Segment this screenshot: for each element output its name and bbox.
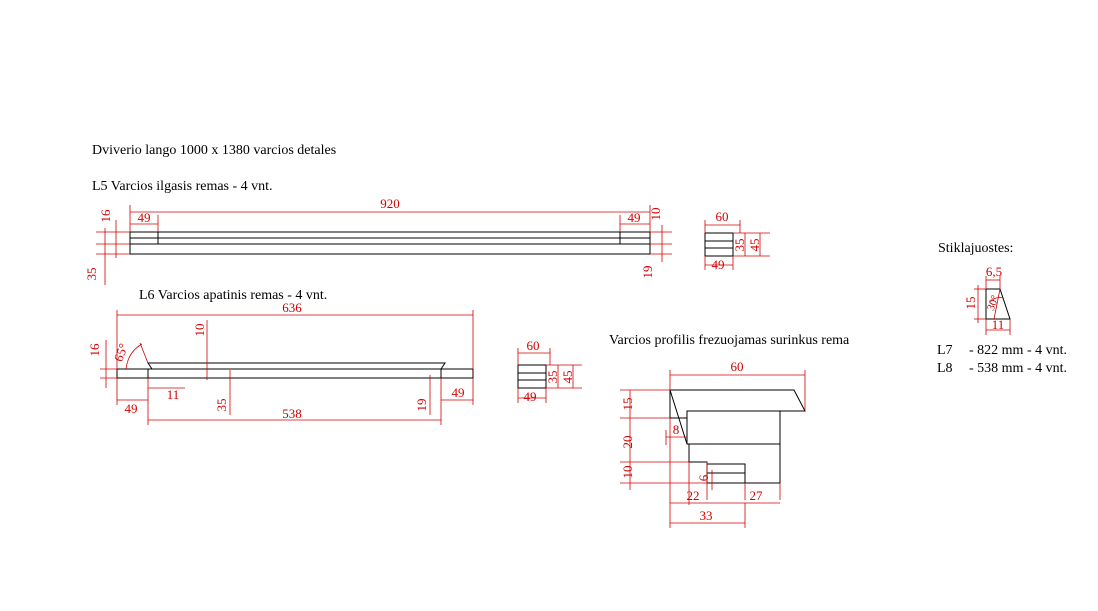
l5-dim-16: 16 <box>98 209 113 223</box>
profile-dim-27: 27 <box>750 488 764 503</box>
glazing-l8-code: L8 <box>937 361 953 376</box>
glazing-part: Stiklajuostes: 6,5 15 30° 11 L7 - 822 mm… <box>937 241 1067 376</box>
l6-dim-inner: 538 <box>282 406 302 421</box>
l6-dim-10: 10 <box>192 324 207 337</box>
profile-part: Varcios profilis frezuojamas surinkus re… <box>609 333 850 528</box>
l5-dim-19: 19 <box>640 266 655 279</box>
l5-part: L5 Varcios ilgasis remas - 4 vnt. <box>84 179 672 285</box>
drawing-title: Dviverio lango 1000 x 1380 varcios detal… <box>92 143 336 158</box>
profile-dim-8: 8 <box>673 422 680 437</box>
l6-dim-angle: 65° <box>111 341 131 363</box>
glazing-dim-11: 11 <box>992 317 1005 332</box>
profile-outline <box>669 389 806 484</box>
l5-section: 60 49 35 45 <box>704 209 770 272</box>
l5-dim-35: 35 <box>84 268 99 281</box>
glazing-dim-65: 6,5 <box>986 264 1002 279</box>
l6-dim-19: 19 <box>414 399 429 412</box>
glazing-dimensions: 6,5 15 30° 11 <box>963 264 1011 335</box>
glazing-l8-text: - 538 mm - 4 vnt. <box>969 361 1067 376</box>
l6-outline <box>116 362 474 379</box>
l5-dim-left: 49 <box>138 210 151 225</box>
l6-dim-left: 49 <box>125 401 138 416</box>
l6-dim-11: 11 <box>167 387 180 402</box>
l5-section-dim-60: 60 <box>716 209 729 224</box>
l5-section-dim-45: 45 <box>747 239 762 252</box>
l5-outline <box>129 231 651 255</box>
l6-caption: L6 Varcios apatinis remas - 4 vnt. <box>139 288 327 303</box>
glazing-caption: Stiklajuostes: <box>938 241 1013 256</box>
glazing-dim-angle: 30° <box>985 294 1002 313</box>
l6-dimensions: 636 10 16 65° 49 11 35 538 19 49 <box>87 300 474 425</box>
glazing-l7-code: L7 <box>937 343 953 358</box>
profile-dim-10: 10 <box>620 466 635 479</box>
profile-dim-60: 60 <box>731 359 744 374</box>
l6-section-dim-49: 49 <box>524 389 537 404</box>
profile-dim-6: 6 <box>696 474 711 481</box>
l5-dim-length: 920 <box>380 196 400 211</box>
l6-section-dim-60: 60 <box>527 338 540 353</box>
l6-section-dim-35: 35 <box>545 371 560 384</box>
profile-dim-22: 22 <box>687 488 700 503</box>
l6-dim-length: 636 <box>282 300 302 315</box>
l6-dim-right: 49 <box>452 385 465 400</box>
l5-dim-10: 10 <box>648 208 663 221</box>
profile-caption: Varcios profilis frezuojamas surinkus re… <box>609 333 850 348</box>
l6-section-dim-45: 45 <box>560 371 575 384</box>
profile-dimensions: 60 15 8 20 10 6 22 27 33 <box>620 359 806 528</box>
l5-caption: L5 Varcios ilgasis remas - 4 vnt. <box>92 179 273 194</box>
profile-dim-15: 15 <box>620 398 635 411</box>
l5-dim-right: 49 <box>628 210 641 225</box>
glazing-l7-text: - 822 mm - 4 vnt. <box>969 343 1067 358</box>
l6-section: 60 49 35 45 <box>517 338 582 404</box>
l6-part: L6 Varcios apatinis remas - 4 vnt. <box>87 288 474 425</box>
glazing-dim-15: 15 <box>963 297 978 310</box>
l5-section-dim-35: 35 <box>732 239 747 252</box>
l6-dim-16: 16 <box>87 343 102 357</box>
l5-section-dim-49: 49 <box>712 257 725 272</box>
profile-dim-20: 20 <box>620 436 635 449</box>
profile-dim-33: 33 <box>700 508 713 523</box>
l6-dim-35: 35 <box>214 399 229 412</box>
l5-dimensions: 920 49 49 16 35 10 19 <box>84 196 672 285</box>
